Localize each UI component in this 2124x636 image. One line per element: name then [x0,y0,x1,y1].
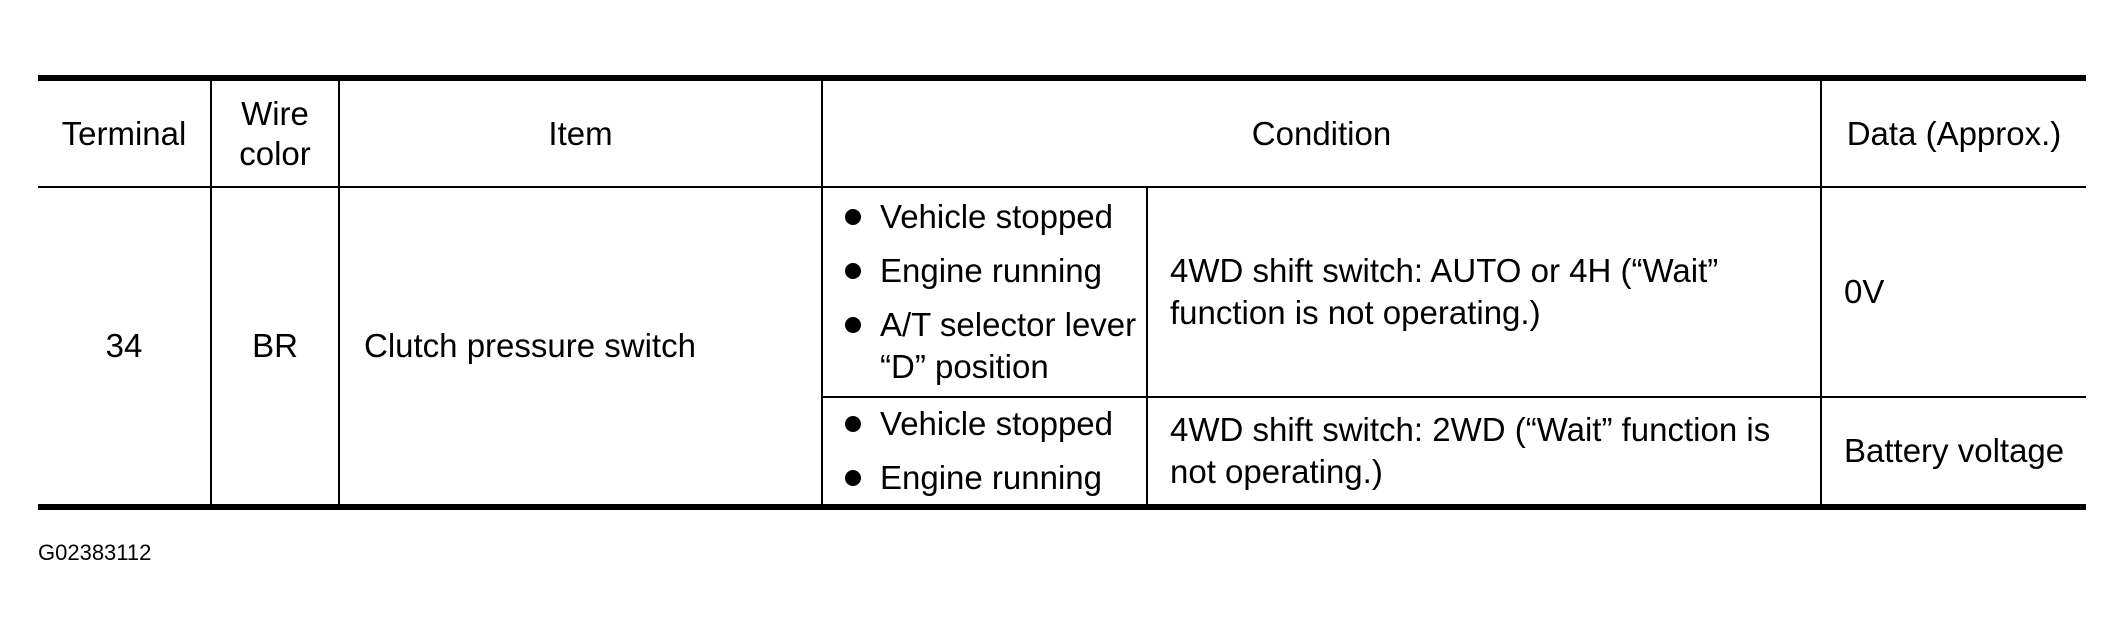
condition-bullets-cell: Vehicle stopped Engine running [822,396,1148,510]
condition-text: Engine running [880,459,1103,496]
condition-text: Vehicle stopped [880,405,1114,442]
header-data: Data (Approx.) [1820,75,2086,188]
data-value-cell: 0V [1820,186,2086,398]
figure-id-label: G02383112 [38,540,152,565]
table-row: Vehicle stopped Engine running 4WD shift… [38,396,2086,510]
list-item: A/T selector lever “D” position [845,304,1146,388]
wire-color-cell: BR [210,186,340,510]
bullet-icon [845,470,861,486]
header-condition: Condition [821,75,1822,188]
bullet-icon [845,263,861,279]
switch-condition-cell: 4WD shift switch: 2WD (“Wait” function i… [1146,396,1822,510]
condition-text: Engine running [880,252,1103,289]
header-terminal: Terminal [38,75,212,188]
condition-text: A/T selector lever “D” position [880,306,1137,385]
data-value-cell: Battery voltage [1820,396,2086,510]
item-cell: Clutch pressure switch [338,186,823,510]
list-item: Engine running [845,250,1146,292]
list-item: Engine running [845,457,1146,499]
header-item: Item [338,75,823,188]
bullet-icon [845,317,861,333]
condition-bullet-list: Vehicle stopped Engine running [823,403,1146,499]
terminal-cell: 34 [38,186,212,510]
condition-bullets-cell: Vehicle stopped Engine running A/T selec… [821,186,1148,398]
bullet-icon [845,209,861,225]
switch-condition-cell: 4WD shift switch: AUTO or 4H (“Wait” fun… [1146,186,1822,398]
table-row: 34 BR Clutch pressure switch Vehicle sto… [38,186,2086,510]
bullet-icon [845,416,861,432]
condition-bullet-list: Vehicle stopped Engine running A/T selec… [823,196,1146,388]
list-item: Vehicle stopped [845,403,1146,445]
list-item: Vehicle stopped [845,196,1146,238]
condition-text: Vehicle stopped [880,198,1114,235]
